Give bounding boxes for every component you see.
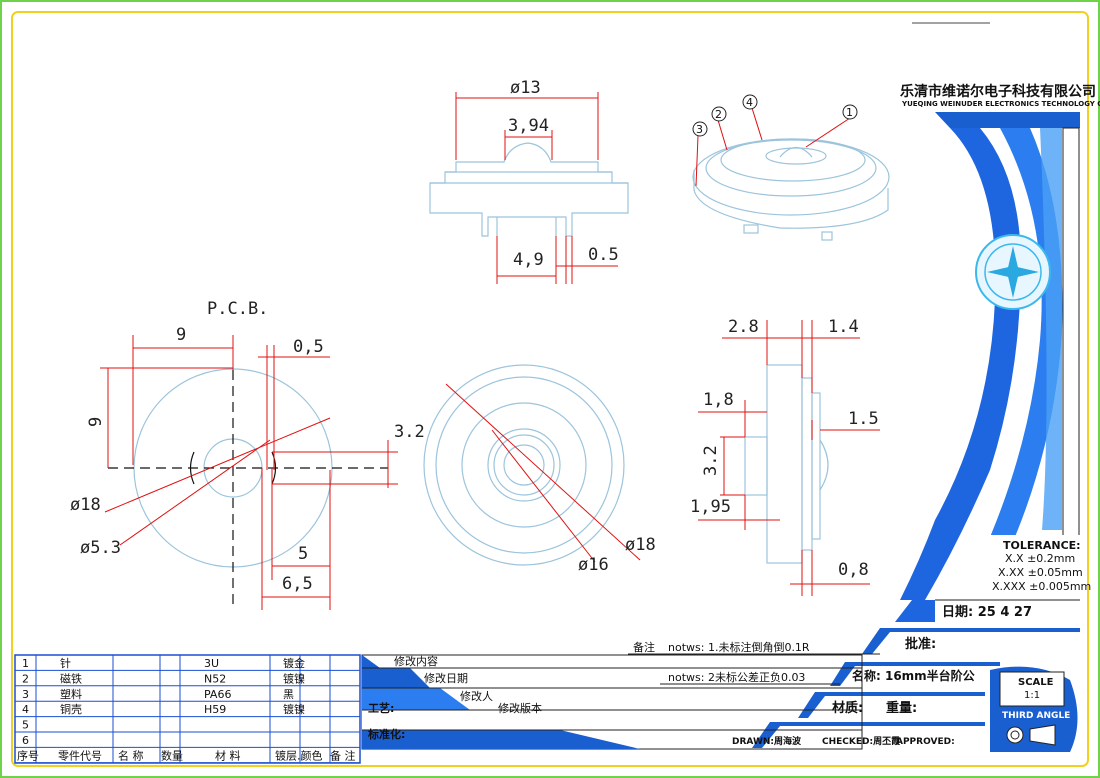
bom-row-finish: 镀镍 bbox=[283, 671, 305, 685]
inner-border bbox=[11, 11, 1089, 767]
bom-row-no: 2 bbox=[22, 672, 29, 685]
dim-side-14: 1.4 bbox=[828, 317, 859, 337]
tolerance-l3: X.XXX ±0.005mm bbox=[992, 580, 1091, 593]
tolerance-block: TOLERANCE: X.X ±0.2mm X.XX ±0.05mm X.XXX… bbox=[980, 535, 1091, 595]
dim-circ-d18: ø18 bbox=[625, 535, 656, 555]
bom-row-no: 3 bbox=[22, 688, 29, 701]
bom-row-no: 4 bbox=[22, 703, 29, 716]
balloon-4: 4 bbox=[746, 96, 753, 109]
dim-pcb-d18: ø18 bbox=[70, 495, 101, 515]
bom-header-finish: 镀层.颜色 bbox=[275, 748, 323, 762]
rev-date: 修改日期 bbox=[424, 671, 468, 685]
rev-craft: 工艺: bbox=[368, 701, 394, 715]
note-2: notws: 2未标公差正负0.03 bbox=[668, 670, 805, 684]
dim-circ-d16: ø16 bbox=[578, 555, 609, 575]
rev-content: 修改内容 bbox=[394, 654, 438, 668]
bom-header-name: 名 称 bbox=[118, 748, 144, 762]
bom-row-name: 磁铁 bbox=[60, 672, 82, 685]
dim-side-32: 3.2 bbox=[701, 445, 721, 476]
side-dims: 2.8 1.4 1,8 1.5 3.2 1,95 0,8 bbox=[690, 317, 880, 596]
bom-row-material: 3U bbox=[204, 657, 219, 670]
pcb-view: P.C.B. bbox=[108, 299, 388, 605]
bom-header-no: 序号 bbox=[17, 748, 39, 762]
bom-row-name: 针 bbox=[60, 656, 71, 670]
dim-side-195: 1,95 bbox=[690, 497, 731, 517]
bom-header-code: 零件代号 bbox=[58, 749, 102, 762]
bom-row-finish: 黑 bbox=[283, 688, 294, 701]
bom-row-no: 1 bbox=[22, 657, 29, 670]
bom-row-material: PA66 bbox=[204, 688, 231, 701]
scale-value: 1:1 bbox=[1024, 690, 1040, 701]
bom-header-material: 材 料 bbox=[215, 748, 241, 762]
tolerance-title: TOLERANCE: bbox=[1003, 539, 1081, 552]
dim-side-28: 2.8 bbox=[728, 317, 759, 337]
dim-05: 0.5 bbox=[588, 245, 619, 265]
sig-drawn: DRAWN:周海波 bbox=[732, 735, 802, 747]
bom-row-name: 塑料 bbox=[60, 687, 82, 701]
dim-side-18: 1,8 bbox=[703, 390, 734, 410]
bom-table: 1 针 3U 镀金 2 磁铁 N52 镀镍 3 塑料 PA66 黑 4 铜壳 H59 镀镍 5 6序号 零件代号 名 … bbox=[14, 654, 361, 764]
pcb-dims: 9 9 0,5 3.2 ø18 ø5.3 5 6,5 bbox=[70, 325, 425, 610]
bom-row-material: H59 bbox=[204, 703, 226, 716]
balloon-1: 1 bbox=[846, 106, 853, 119]
dim-394: 3,94 bbox=[508, 116, 549, 136]
material-label: 材质: bbox=[832, 700, 863, 716]
third-angle-label: THIRD ANGLE bbox=[1002, 711, 1070, 721]
note-1: notws: 1.未标注倒角倒0.1R bbox=[668, 640, 810, 654]
rev-std: 标准化: bbox=[367, 727, 405, 741]
bom-row-no: 6 bbox=[22, 734, 29, 747]
scale-label: SCALE bbox=[1018, 677, 1054, 688]
tolerance-l2: X.XX ±0.05mm bbox=[998, 566, 1083, 579]
circular-view: ø18 ø16 bbox=[423, 364, 656, 575]
rev-version: 修改版本 bbox=[498, 701, 542, 715]
bom-row-no: 5 bbox=[22, 719, 29, 732]
bom-row-finish: 镀镍 bbox=[283, 702, 305, 716]
dim-pcb-05: 0,5 bbox=[293, 337, 324, 357]
dim-side-15: 1.5 bbox=[848, 409, 879, 429]
side-view bbox=[744, 364, 829, 564]
sig-checked: CHECKED:周丕霞 bbox=[822, 736, 901, 747]
scale-block: SCALE 1:1 THIRD ANGLE bbox=[990, 666, 1078, 752]
company-name-en: YUEQING WEINUDER ELECTRONICS TECHNOLOGY … bbox=[901, 100, 1100, 108]
sig-approved: APPROVED: bbox=[896, 737, 955, 747]
iso-view: 1 2 3 4 bbox=[692, 94, 890, 241]
revision-block: 修改内容 修改日期 修改人 修改版本 工艺: 标准化: DRAWN:周海波 CH… bbox=[361, 654, 955, 750]
dim-pcb-32: 3.2 bbox=[394, 422, 425, 442]
rev-person: 修改人 bbox=[460, 689, 493, 703]
bom-header-note: 备 注 bbox=[330, 748, 356, 762]
bom-header-qty: 数量 bbox=[161, 749, 183, 762]
tolerance-l1: X.X ±0.2mm bbox=[1005, 552, 1075, 565]
title-decor bbox=[900, 112, 1080, 600]
dim-49: 4,9 bbox=[513, 250, 544, 270]
bom-row-finish: 镀金 bbox=[283, 656, 305, 670]
bom-row-material: N52 bbox=[204, 672, 226, 685]
dim-side-08: 0,8 bbox=[838, 560, 869, 580]
balloon-3: 3 bbox=[696, 123, 703, 136]
dim-pcb-d53: ø5.3 bbox=[80, 538, 121, 558]
dim-pcb-9h: 9 bbox=[176, 325, 186, 345]
dim-pcb-9v: 9 bbox=[86, 417, 106, 427]
front-view-dims: ø13 3,94 4,9 0.5 bbox=[455, 78, 619, 284]
dim-pcb-65: 6,5 bbox=[282, 574, 313, 594]
bom-row-name: 铜壳 bbox=[60, 702, 82, 716]
weight-label: 重量: bbox=[886, 700, 917, 716]
notes-label: 备注 bbox=[633, 640, 655, 654]
date-label: 日期: 25 4 27 bbox=[942, 605, 1032, 620]
dim-d13: ø13 bbox=[510, 78, 541, 98]
pcb-title: P.C.B. bbox=[207, 299, 268, 319]
balloon-2: 2 bbox=[715, 108, 722, 121]
approve-label: 批准: bbox=[905, 636, 936, 652]
name-label: 名称: 16mm半台阶公 bbox=[852, 668, 975, 683]
company-name-cn: 乐清市维诺尔电子科技有限公司 bbox=[900, 83, 1096, 100]
dim-pcb-5: 5 bbox=[298, 544, 308, 564]
